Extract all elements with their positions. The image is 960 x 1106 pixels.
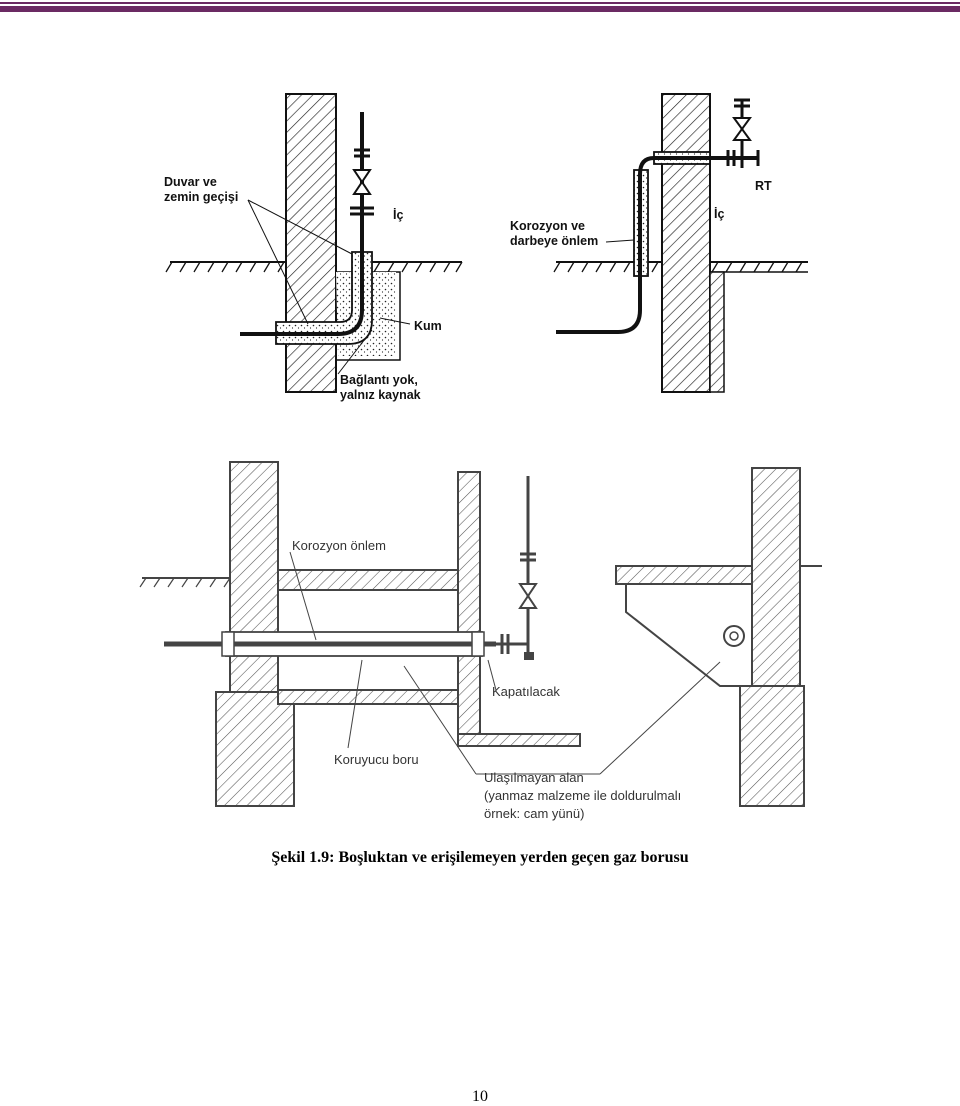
label-inaccessible-l1: Ulaşılmayan alan xyxy=(484,770,584,785)
label-rt: RT xyxy=(755,179,772,193)
label-protection-l1: Korozyon ve xyxy=(510,219,585,233)
label-inaccessible-l3: örnek: cam yünü) xyxy=(484,806,584,821)
label-corrosion: Korozyon önlem xyxy=(292,538,386,553)
label-inside-right: İç xyxy=(714,206,724,221)
header-rule-thin xyxy=(0,2,960,4)
figure-top-left xyxy=(165,93,463,393)
label-joint-l2: yalnız kaynak xyxy=(340,388,421,402)
label-wall-floor-l2: zemin geçişi xyxy=(164,190,238,204)
label-inaccessible-l2: (yanmaz malzeme ile doldurulmalı xyxy=(484,788,681,803)
figure-top-right xyxy=(553,93,808,393)
label-protection-l2: darbeye önlem xyxy=(510,234,598,248)
header-rule xyxy=(0,0,960,14)
label-protective-pipe: Koruyucu boru xyxy=(334,752,419,767)
figure-caption: Şekil 1.9: Boşluktan ve erişilemeyen yer… xyxy=(271,849,689,866)
label-sand: Kum xyxy=(414,319,442,333)
label-wall-floor-l1: Duvar ve xyxy=(164,175,217,189)
label-joint-l1: Bağlantı yok, xyxy=(340,373,418,387)
label-inside-left: İç xyxy=(393,207,403,222)
figure-bottom xyxy=(139,461,822,807)
page-number: 10 xyxy=(472,1088,488,1105)
header-rule-thick xyxy=(0,6,960,12)
label-sealed: Kapatılacak xyxy=(492,684,560,699)
